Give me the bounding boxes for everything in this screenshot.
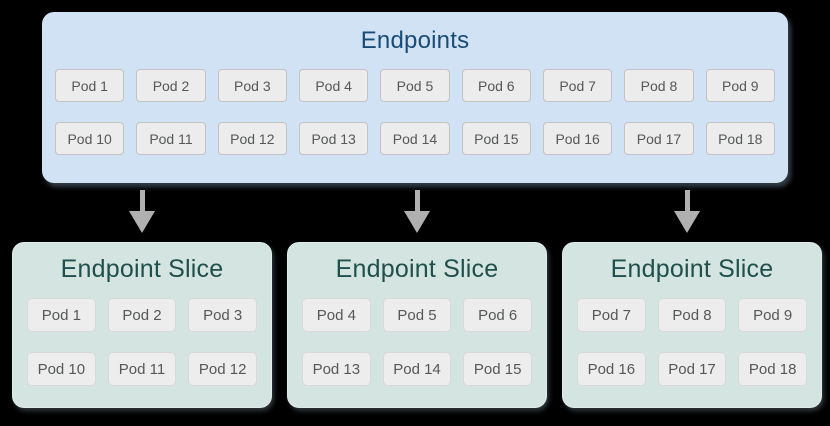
- pod-chip: Pod 6: [461, 69, 531, 102]
- pod-chip: Pod 7: [542, 69, 613, 102]
- endpoint-slice-title: Endpoint Slice: [610, 255, 774, 283]
- slice-pod-row-1: Pod 7 Pod 8 Pod 9: [577, 298, 808, 332]
- slice-pod-row-1: Pod 4 Pod 5 Pod 6: [302, 298, 533, 332]
- pod-chip: Pod 13: [298, 122, 369, 155]
- pod-chip: Pod 3: [217, 69, 287, 102]
- arrow-line: [139, 190, 145, 211]
- pod-chip: Pod 9: [705, 69, 775, 102]
- arrow-head: [129, 211, 155, 233]
- endpoint-slice-box-2: Endpoint Slice Pod 4 Pod 5 Pod 6 Pod 13 …: [287, 242, 547, 408]
- pod-chip: Pod 5: [380, 69, 450, 102]
- pod-chip: Pod 1: [27, 298, 96, 332]
- arrow-head: [674, 211, 700, 233]
- pod-chip: Pod 6: [463, 298, 533, 332]
- pod-chip: Pod 12: [188, 352, 258, 386]
- pod-chip: Pod 15: [463, 352, 533, 386]
- pod-chip: Pod 13: [302, 352, 371, 386]
- endpoint-slice-title: Endpoint Slice: [60, 255, 224, 283]
- pod-chip: Pod 11: [107, 352, 177, 386]
- pod-chip: Pod 3: [188, 298, 258, 332]
- pod-chip: Pod 4: [302, 298, 371, 332]
- endpoint-slice-title: Endpoint Slice: [335, 255, 499, 283]
- arrow-line: [684, 190, 690, 211]
- endpoints-box: Endpoints Pod 1 Pod 2 Pod 3 Pod 4 Pod 5 …: [42, 12, 788, 183]
- pod-chip: Pod 18: [738, 352, 808, 386]
- pod-chip: Pod 16: [577, 352, 646, 386]
- arrow-head: [404, 211, 430, 233]
- pod-chip: Pod 17: [657, 352, 727, 386]
- pod-chip: Pod 5: [382, 298, 452, 332]
- endpoints-pod-row-2: Pod 10 Pod 11 Pod 12 Pod 13 Pod 14 Pod 1…: [55, 122, 775, 155]
- pod-chip: Pod 11: [136, 122, 206, 155]
- slice-pod-row-2: Pod 10 Pod 11 Pod 12: [27, 352, 258, 386]
- endpoints-title: Endpoints: [360, 27, 470, 54]
- pod-chip: Pod 16: [542, 122, 613, 155]
- pod-chip: Pod 1: [55, 69, 125, 102]
- pod-chip: Pod 14: [382, 352, 452, 386]
- slice-pod-row-1: Pod 1 Pod 2 Pod 3: [27, 298, 258, 332]
- pod-chip: Pod 10: [27, 352, 96, 386]
- arrow-line: [414, 190, 420, 211]
- pod-chip: Pod 2: [107, 298, 177, 332]
- slice-pod-row-2: Pod 13 Pod 14 Pod 15: [302, 352, 533, 386]
- pod-chip: Pod 12: [217, 122, 287, 155]
- down-arrow-icon: [129, 190, 155, 233]
- endpoints-pod-row-1: Pod 1 Pod 2 Pod 3 Pod 4 Pod 5 Pod 6 Pod …: [55, 69, 775, 102]
- pod-chip: Pod 8: [624, 69, 694, 102]
- pod-chip: Pod 10: [55, 122, 125, 155]
- down-arrow-icon: [674, 190, 700, 233]
- pod-chip: Pod 7: [577, 298, 646, 332]
- pod-chip: Pod 14: [380, 122, 450, 155]
- pod-chip: Pod 17: [624, 122, 694, 155]
- endpoint-slice-box-3: Endpoint Slice Pod 7 Pod 8 Pod 9 Pod 16 …: [562, 242, 822, 408]
- pod-chip: Pod 8: [657, 298, 727, 332]
- pod-chip: Pod 2: [136, 69, 206, 102]
- pod-chip: Pod 15: [461, 122, 531, 155]
- pod-chip: Pod 4: [298, 69, 369, 102]
- pod-chip: Pod 9: [738, 298, 808, 332]
- slice-pod-row-2: Pod 16 Pod 17 Pod 18: [577, 352, 808, 386]
- pod-chip: Pod 18: [705, 122, 775, 155]
- down-arrow-icon: [404, 190, 430, 233]
- endpoint-slice-box-1: Endpoint Slice Pod 1 Pod 2 Pod 3 Pod 10 …: [12, 242, 272, 408]
